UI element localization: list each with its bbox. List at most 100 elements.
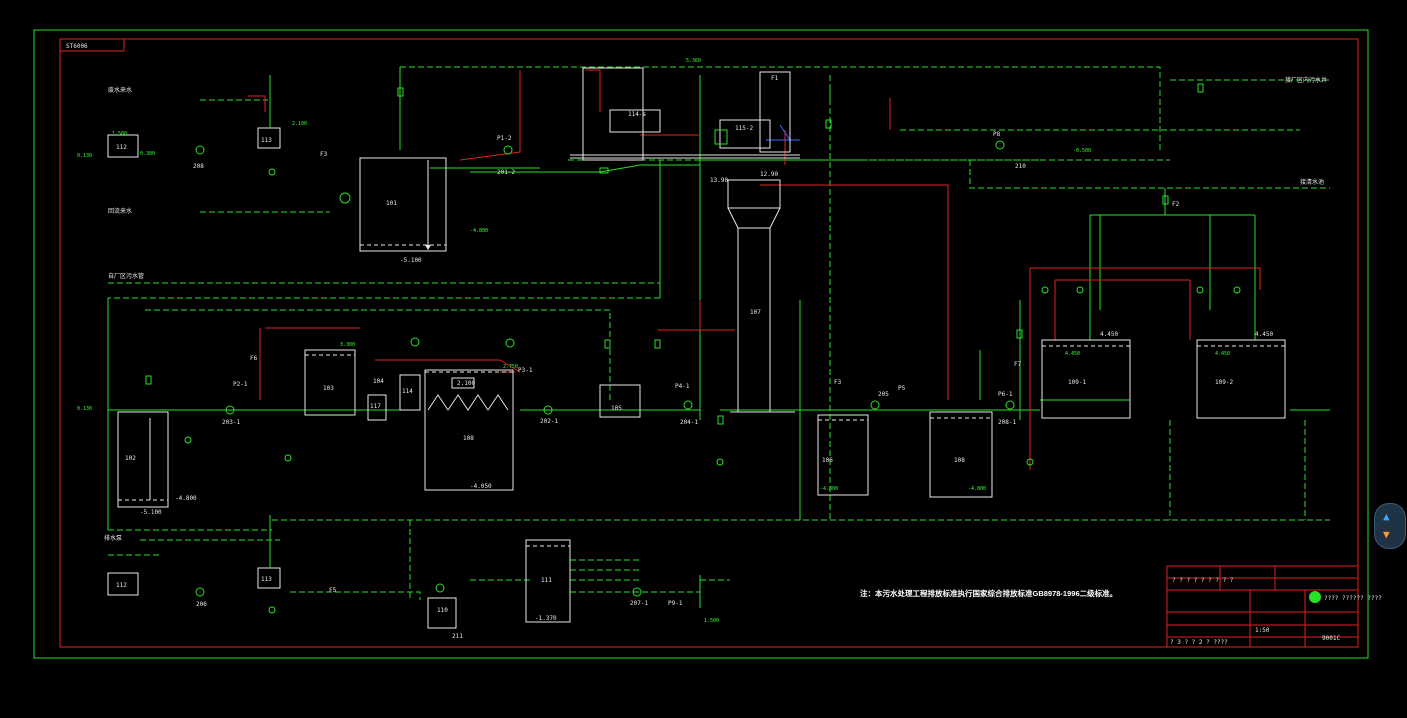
process-lines — [107, 66, 1330, 608]
svg-text:205: 205 — [878, 391, 889, 398]
svg-text:F1: F1 — [771, 75, 779, 82]
svg-text:0.130: 0.130 — [77, 153, 92, 159]
svg-text:接厂区内污水井: 接厂区内污水井 — [1285, 76, 1327, 84]
svg-text:2.750: 2.750 — [503, 364, 518, 370]
svg-text:接清水池: 接清水池 — [1300, 178, 1324, 186]
svg-text:114: 114 — [402, 388, 413, 395]
design-note: 注：本污水处理工程排放标准执行国家综合排放标准GB8978-1996二级标准。 — [860, 588, 1117, 598]
svg-text:4.450: 4.450 — [1065, 351, 1080, 357]
svg-text:9001C: 9001C — [1322, 635, 1340, 642]
svg-text:-4.800: -4.800 — [820, 486, 838, 492]
svg-text:-4.800: -4.800 — [175, 495, 197, 502]
svg-text:1:50: 1:50 — [1255, 627, 1270, 634]
pipe-tags — [145, 83, 1204, 425]
tank-109-1: 109-1 4.450 — [1041, 331, 1131, 419]
svg-text:1.500: 1.500 — [704, 618, 719, 624]
svg-text:113: 113 — [261, 137, 272, 144]
svg-text:F7: F7 — [1014, 361, 1022, 368]
svg-text:204-1: 204-1 — [680, 419, 698, 426]
svg-text:P9-1: P9-1 — [668, 600, 683, 607]
tank-101: 101 -5.100 — [359, 157, 447, 264]
arrow-up-icon[interactable]: ▲ — [1383, 510, 1390, 523]
pump-symbols — [184, 140, 1241, 614]
svg-text:109-2: 109-2 — [1215, 379, 1233, 386]
svg-text:211: 211 — [452, 633, 463, 640]
flow-labels: F1 F2 F3 F5 F6 F7 F3 — [250, 75, 1180, 594]
svg-text:109-1: 109-1 — [1068, 379, 1086, 386]
arrow-down-icon[interactable]: ▼ — [1383, 528, 1390, 541]
svg-text:110: 110 — [437, 607, 448, 614]
svg-text:203-1: 203-1 — [222, 419, 240, 426]
svg-text:5.360: 5.360 — [686, 58, 701, 64]
tank-111: 111 -1.370 — [525, 539, 571, 623]
svg-text:4.450: 4.450 — [1215, 351, 1230, 357]
svg-text:208: 208 — [193, 163, 204, 170]
title-block-logo — [1309, 591, 1321, 603]
svg-text:4.450: 4.450 — [1255, 331, 1273, 338]
svg-text:103: 103 — [323, 385, 334, 392]
svg-text:F6: F6 — [250, 355, 258, 362]
pump-skids: 114-s 115-2 — [570, 67, 800, 161]
svg-text:P5: P5 — [898, 385, 906, 392]
svg-text:12.90: 12.90 — [760, 171, 778, 178]
tank-108b: 108 — [929, 411, 993, 498]
svg-text:排水泵: 排水泵 — [104, 534, 122, 542]
svg-text:112: 112 — [116, 144, 127, 151]
level-annotations: 5.360 0.130 0.130 3.300 2.750 4.450 4.45… — [77, 58, 1230, 624]
svg-text:112: 112 — [116, 582, 127, 589]
svg-text:2.100: 2.100 — [457, 380, 475, 387]
svg-text:1.500: 1.500 — [112, 131, 127, 137]
svg-text:2.100: 2.100 — [292, 121, 307, 127]
svg-text:F2: F2 — [1172, 201, 1180, 208]
svg-text:0.130: 0.130 — [77, 406, 92, 412]
svg-text:102: 102 — [125, 455, 136, 462]
unit-105: 105 — [599, 384, 641, 418]
svg-text:-4.800: -4.800 — [470, 228, 488, 234]
tank-108: 108 -4.050 2.100 — [424, 369, 514, 491]
red-lines — [248, 69, 1261, 470]
tank-106: 106 — [817, 414, 869, 496]
svg-text:13.90: 13.90 — [710, 177, 728, 184]
svg-text:-0.500: -0.500 — [1073, 148, 1091, 154]
units-112-113-top: 112 113 — [107, 75, 281, 158]
svg-text:208-1: 208-1 — [998, 419, 1016, 426]
scroll-nav-widget[interactable]: ▲ ▼ — [1374, 503, 1406, 549]
svg-text:P8: P8 — [993, 131, 1001, 138]
svg-text:117: 117 — [370, 403, 381, 410]
svg-text:4.450: 4.450 — [1100, 331, 1118, 338]
svg-text:F3: F3 — [834, 379, 842, 386]
svg-text:107: 107 — [750, 309, 761, 316]
inline-labels: 废水来水 回流来水 自厂区污水管 排水泵 接厂区内污水井 接清水池 — [104, 76, 1327, 542]
tank-102: 102 -5.100 -4.800 — [117, 411, 197, 516]
svg-text:207-1: 207-1 — [630, 600, 648, 607]
svg-text:201-2: 201-2 — [497, 169, 515, 176]
svg-text:回流来水: 回流来水 — [108, 207, 132, 215]
svg-text:? 3 ? ? 2 ? ????: ? 3 ? ? 2 ? ???? — [1170, 639, 1228, 646]
svg-text:P3-1: P3-1 — [518, 367, 533, 374]
svg-text:210: 210 — [1015, 163, 1026, 170]
svg-text:-4.800: -4.800 — [968, 486, 986, 492]
outer-frame — [33, 29, 1369, 659]
svg-text:104: 104 — [373, 378, 384, 385]
tank-109-2: 109-2 4.450 — [1196, 331, 1286, 419]
svg-text:202-1: 202-1 — [540, 418, 558, 425]
svg-text:F5: F5 — [329, 587, 337, 594]
code-box — [59, 38, 125, 52]
tank-110: 110 — [427, 597, 457, 629]
svg-text:3.300: 3.300 — [340, 342, 355, 348]
svg-text:0.300: 0.300 — [140, 151, 155, 157]
svg-text:P4-1: P4-1 — [675, 383, 690, 390]
svg-text:F3: F3 — [320, 151, 328, 158]
title-block: ? ? ? ? ? ? ? ? ? 1:50 ? 3 ? ? 2 ? ???? … — [1166, 565, 1382, 648]
svg-text:-1.370: -1.370 — [535, 615, 557, 622]
svg-text:-5.100: -5.100 — [140, 509, 162, 516]
svg-text:206: 206 — [196, 601, 207, 608]
svg-text:-5.100: -5.100 — [400, 257, 422, 264]
svg-text:废水来水: 废水来水 — [108, 86, 132, 94]
tank-101-label: 101 — [386, 200, 397, 207]
tank-103: 103 — [304, 349, 356, 416]
tower-107: 107 13.90 12.90 — [710, 171, 795, 413]
units-112-113-bottom: 112 113 — [107, 515, 281, 596]
svg-text:115-2: 115-2 — [735, 125, 753, 132]
